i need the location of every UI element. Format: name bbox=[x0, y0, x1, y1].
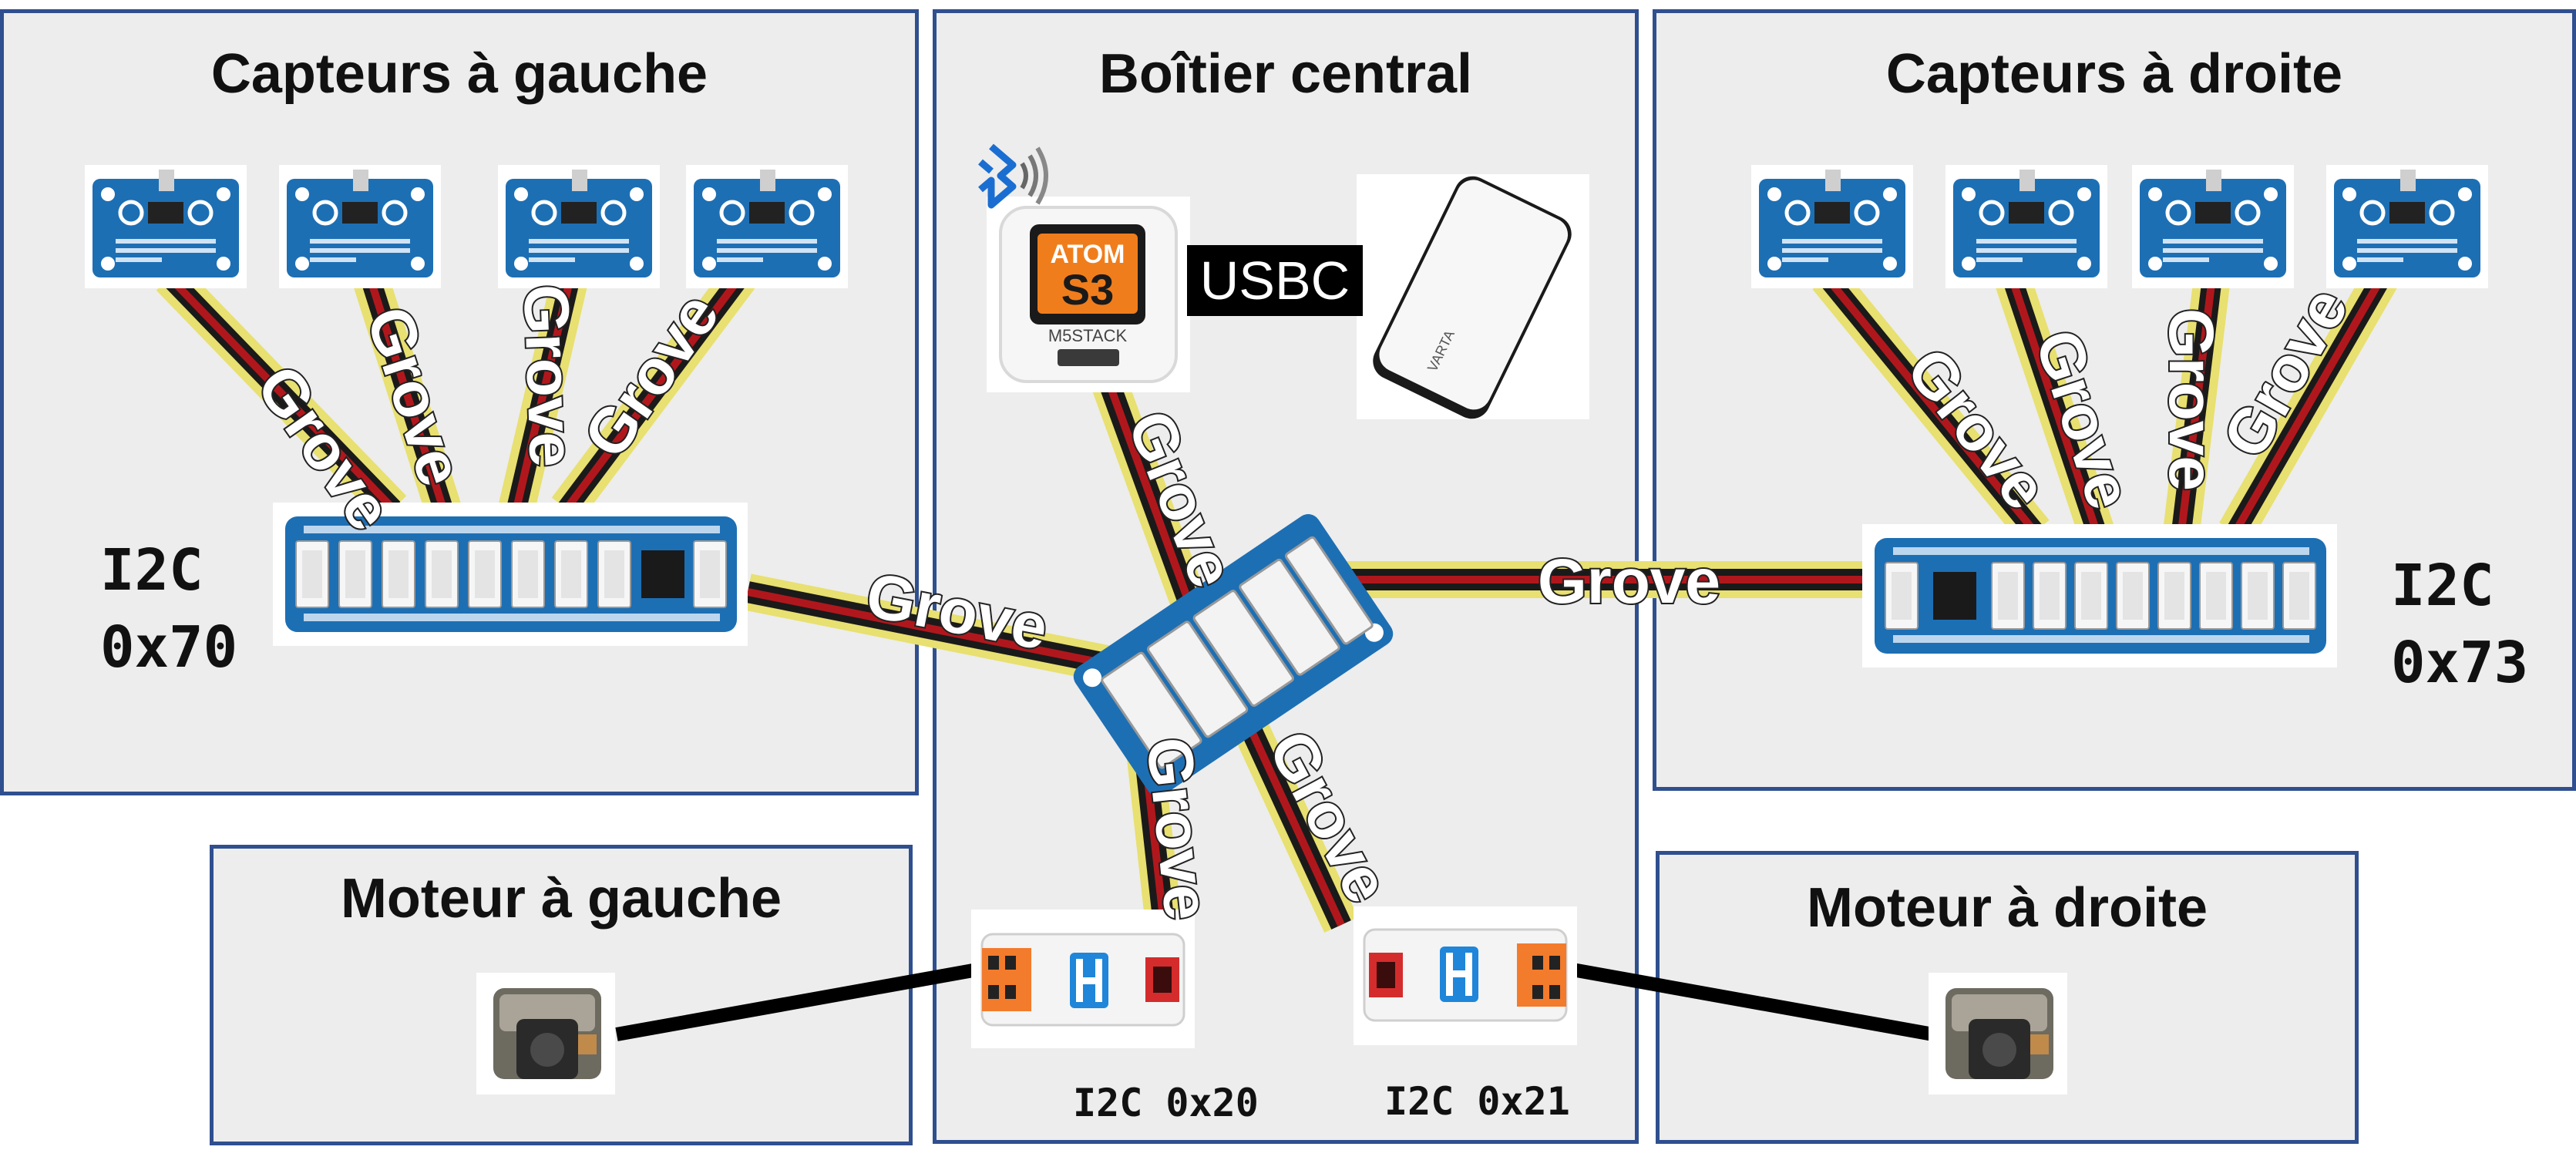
tof-sensor-left-4 bbox=[686, 165, 848, 288]
tof-sensor-right-1 bbox=[1751, 165, 1913, 288]
grove-cables bbox=[156, 264, 2398, 933]
tof-sensor-right-2 bbox=[1945, 165, 2107, 288]
tof-sensor-left-3 bbox=[498, 165, 660, 288]
address-bridge-left: I2C 0x20 bbox=[1073, 1081, 1259, 1125]
atom-maker-text: M5STACK bbox=[1048, 326, 1128, 345]
motor-wire-right bbox=[1571, 963, 1935, 1041]
tof-sensor-right-4 bbox=[2326, 165, 2488, 288]
h-bridge-right bbox=[1352, 905, 1579, 1047]
panel-left-sensors: Capteurs à gauche bbox=[0, 9, 919, 795]
i2c-mux-left bbox=[273, 503, 748, 646]
atom-brand-text: ATOM bbox=[1051, 240, 1125, 269]
address-right-mux: I2C 0x73 bbox=[2391, 553, 2529, 696]
i2c-mux-right bbox=[1862, 524, 2337, 667]
motor-wire-left bbox=[615, 963, 979, 1041]
power-bank: VARTA bbox=[1357, 174, 1589, 419]
grove-label: Grove bbox=[510, 283, 587, 468]
motor-right bbox=[1929, 973, 2067, 1095]
tof-sensor-right-3 bbox=[2132, 165, 2294, 288]
atom-s3-controller: ATOM S3 M5STACK bbox=[987, 197, 1190, 392]
bluetooth-icon bbox=[978, 143, 1048, 209]
address-left-mux: I2C 0x70 bbox=[100, 537, 238, 681]
grove-label: Grove bbox=[1538, 546, 1720, 617]
h-bridge-left bbox=[970, 908, 1196, 1050]
panel-title: Capteurs à gauche bbox=[210, 43, 708, 105]
grove-hub bbox=[1073, 514, 1394, 796]
atom-model-text: S3 bbox=[1061, 265, 1115, 314]
grove-label: Grove bbox=[2156, 308, 2226, 491]
usbc-label: USBC bbox=[1187, 245, 1363, 316]
address-bridge-right: I2C 0x21 bbox=[1384, 1079, 1570, 1124]
tof-sensor-left-1 bbox=[85, 165, 247, 288]
panel-title: Moteur à gauche bbox=[340, 868, 782, 930]
grove-label: Grove bbox=[570, 281, 732, 470]
panel-title: Moteur à droite bbox=[1806, 877, 2208, 939]
panel-title: Capteurs à droite bbox=[1885, 43, 2343, 105]
tof-sensor-left-2 bbox=[279, 165, 441, 288]
motor-left bbox=[476, 973, 615, 1095]
panel-title: Boîtier central bbox=[1098, 43, 1473, 105]
